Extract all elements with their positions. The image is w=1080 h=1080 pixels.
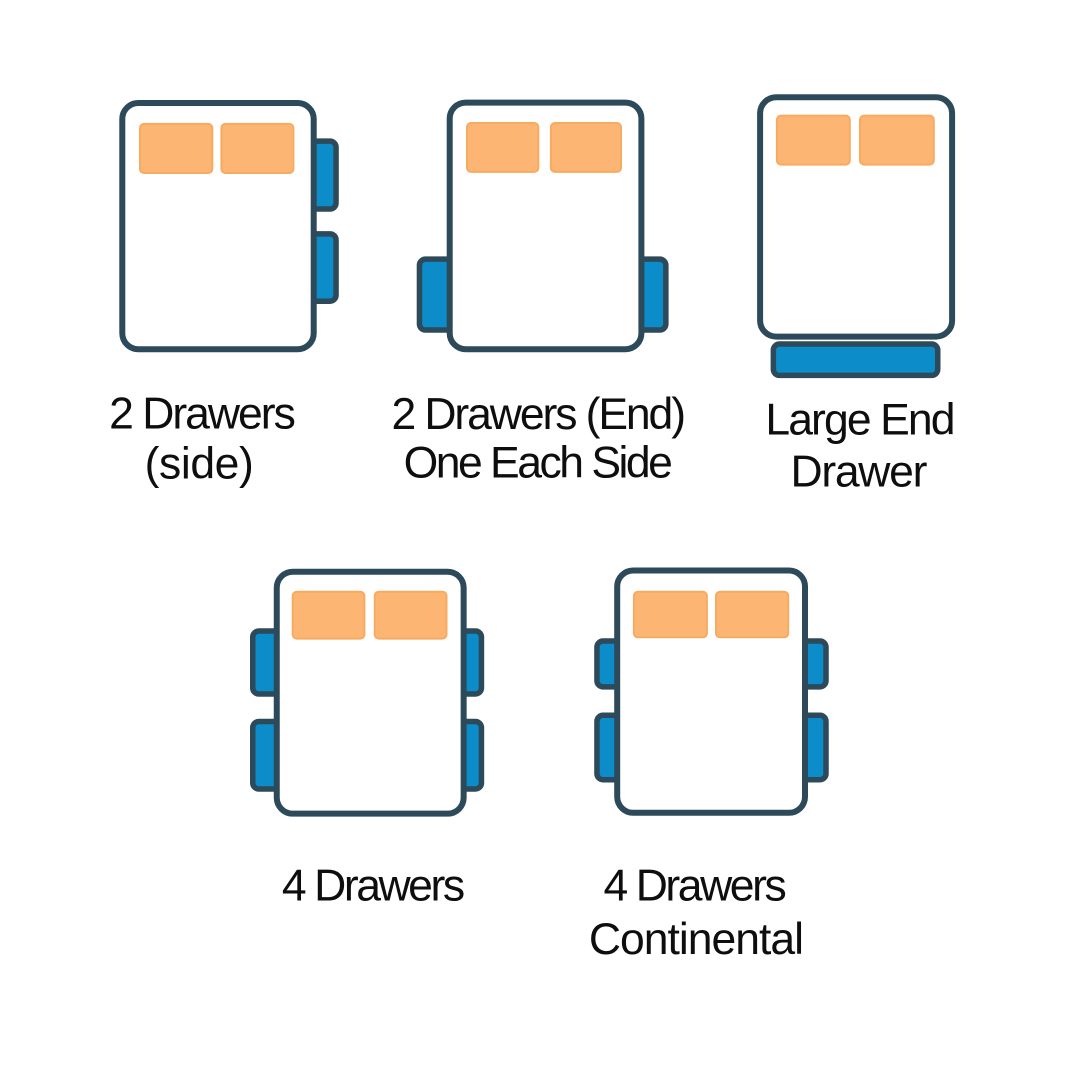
svg-text:4 Drawers: 4 Drawers	[282, 862, 464, 911]
svg-text:Continental: Continental	[589, 915, 803, 964]
svg-text:2 Drawers: 2 Drawers	[109, 390, 295, 439]
svg-text:(side): (side)	[145, 439, 254, 488]
svg-text:Drawer: Drawer	[790, 448, 927, 497]
svg-text:One Each Side: One Each Side	[404, 439, 672, 488]
svg-text:4 Drawers: 4 Drawers	[604, 862, 786, 911]
svg-text:Large End: Large End	[765, 395, 953, 444]
svg-text:2 Drawers (End): 2 Drawers (End)	[391, 390, 684, 439]
